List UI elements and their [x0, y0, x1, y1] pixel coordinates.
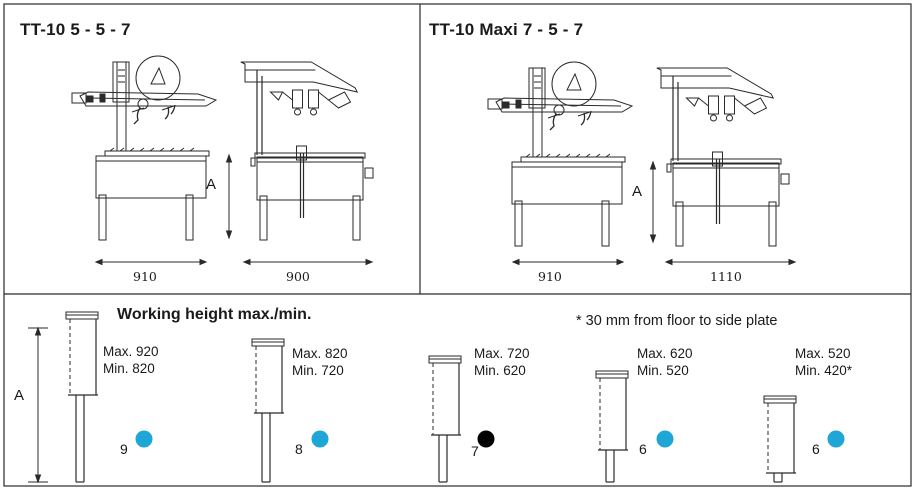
- level-6-range: Max. 620 Min. 520: [637, 346, 693, 378]
- black-dot-icon: [477, 430, 495, 448]
- front-view-tt10: [71, 55, 218, 241]
- column-level-9: [65, 311, 99, 483]
- blue-dot-icon: [656, 430, 674, 448]
- dimension-lines: [94, 153, 797, 266]
- floor-note: * 30 mm from floor to side plate: [576, 313, 778, 329]
- level-9-range: Max. 920 Min. 820: [103, 344, 159, 376]
- level-dots: [135, 430, 845, 448]
- blue-dot-icon: [311, 430, 329, 448]
- height-label-a: A: [632, 183, 643, 200]
- column-level-6: [595, 370, 629, 483]
- working-height-axis: [28, 326, 48, 484]
- front-view-tt10-maxi: [487, 61, 634, 247]
- width-front-label: 910: [133, 269, 157, 284]
- level-8-range: Max. 820 Min. 720: [292, 346, 348, 378]
- width-front-label: 910: [538, 269, 562, 284]
- side-view-tt10: [240, 61, 374, 241]
- axis-label-a: A: [14, 387, 25, 404]
- width-side-label: 1110: [710, 269, 742, 284]
- level-number: 6: [812, 441, 820, 457]
- side-view-tt10-maxi: [656, 67, 790, 247]
- panel-title-tt10-maxi: TT-10 Maxi 7 - 5 - 7: [429, 20, 584, 39]
- column-level-6-low: [763, 395, 797, 483]
- height-label-a: A: [206, 176, 217, 193]
- level-number: 6: [639, 441, 647, 457]
- level-number: 7: [471, 443, 479, 459]
- column-level-7: [428, 355, 462, 483]
- working-height-title: Working height max./min.: [117, 306, 312, 323]
- panel-borders: [3, 3, 912, 487]
- level-number: 8: [295, 441, 303, 457]
- column-level-8: [251, 338, 285, 483]
- panel-title-tt10: TT-10 5 - 5 - 7: [20, 20, 131, 39]
- level-7-range: Max. 720 Min. 620: [474, 346, 530, 378]
- level-6-low-range: Max. 520 Min. 420*: [795, 346, 853, 378]
- blue-dot-icon: [827, 430, 845, 448]
- level-number: 9: [120, 441, 128, 457]
- blue-dot-icon: [135, 430, 153, 448]
- width-side-label: 900: [286, 269, 310, 284]
